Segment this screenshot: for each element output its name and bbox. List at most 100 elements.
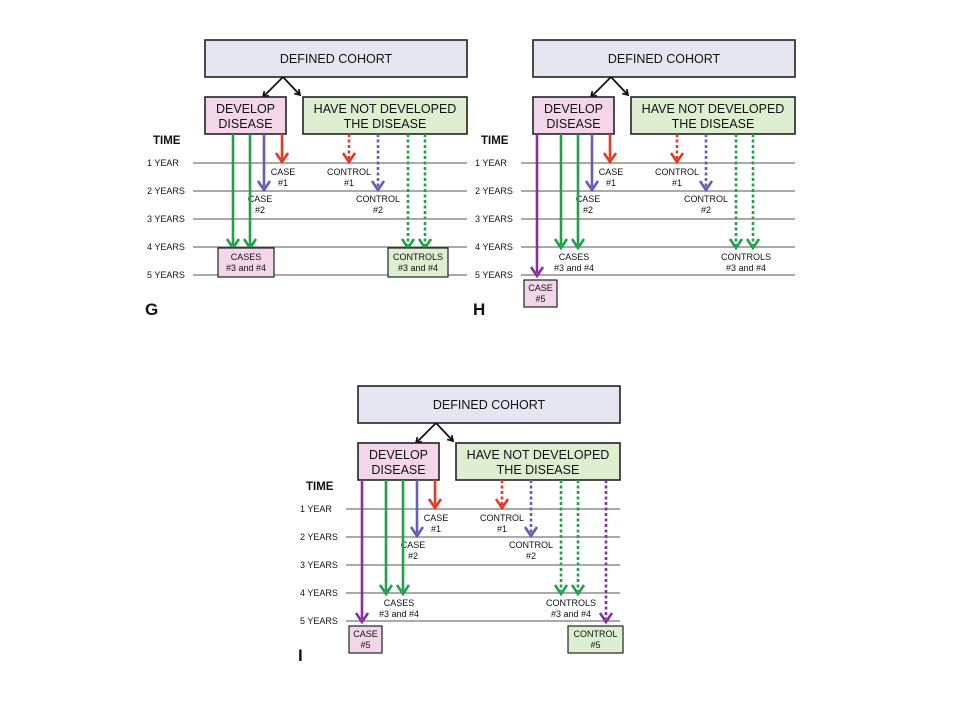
control1-label-line2: #1 bbox=[497, 524, 507, 534]
defined-cohort-label: DEFINED COHORT bbox=[280, 52, 393, 66]
case5-label-line2: #5 bbox=[360, 640, 370, 650]
panel-letter-i: I bbox=[298, 646, 303, 665]
cases34-label-line2: #3 and #4 bbox=[226, 263, 266, 273]
controls34-label-line2: #3 and #4 bbox=[551, 609, 591, 619]
case1-arrow-head bbox=[602, 152, 618, 165]
not-developed-label-line1: HAVE NOT DEVELOPED bbox=[314, 102, 457, 116]
case1-label-line1: CASE bbox=[271, 167, 296, 177]
control2-arrow-head bbox=[523, 526, 539, 539]
cases34-label-line1: CASES bbox=[231, 252, 262, 262]
develop-disease-box bbox=[204, 96, 287, 135]
control4-arrow-head bbox=[570, 584, 586, 597]
case4-arrow bbox=[570, 134, 586, 251]
cohort-to-not-develop-arrow-head bbox=[446, 434, 455, 443]
control1-arrow bbox=[494, 480, 510, 511]
cases34-box bbox=[217, 247, 275, 278]
case1-label-line2: #1 bbox=[431, 524, 441, 534]
year-label-2: 2 YEARS bbox=[300, 532, 338, 542]
panel-letter-g: G bbox=[145, 300, 158, 319]
case5-label-line2: #5 bbox=[535, 294, 545, 304]
case2-arrow-head bbox=[256, 180, 272, 193]
control3-arrow bbox=[728, 134, 744, 251]
cohort-to-not-develop-arrow-shaft bbox=[282, 76, 301, 96]
case2-arrow bbox=[409, 480, 425, 539]
control1-label-line2: #1 bbox=[344, 178, 354, 188]
year-label-4: 4 YEARS bbox=[147, 242, 185, 252]
case1-label-line2: #1 bbox=[606, 178, 616, 188]
develop-disease-label-line2: DISEASE bbox=[218, 117, 272, 131]
case2-label-line2: #2 bbox=[408, 551, 418, 561]
control3-arrow bbox=[553, 480, 569, 597]
control2-arrow bbox=[698, 134, 714, 193]
not-developed-box bbox=[302, 96, 468, 135]
case4-arrow bbox=[395, 480, 411, 597]
panel-letter-h: H bbox=[473, 300, 485, 319]
not-developed-label-line1: HAVE NOT DEVELOPED bbox=[467, 448, 610, 462]
control4-arrow-head bbox=[745, 238, 761, 251]
not-developed-box bbox=[630, 96, 796, 135]
cases34-label-line1: CASES bbox=[559, 252, 590, 262]
year-label-2: 2 YEARS bbox=[475, 186, 513, 196]
cohort-to-not-develop-arrow-shaft bbox=[610, 76, 629, 96]
time-header: TIME bbox=[481, 135, 509, 147]
control2-label-line2: #2 bbox=[526, 551, 536, 561]
year-label-4: 4 YEARS bbox=[300, 588, 338, 598]
control2-arrow-head bbox=[370, 180, 386, 193]
control3-arrow-head bbox=[728, 238, 744, 251]
year-label-4: 4 YEARS bbox=[475, 242, 513, 252]
controls34-box bbox=[387, 247, 449, 278]
cohort-to-not-develop-arrow-head bbox=[293, 88, 302, 97]
control1-label-line1: CONTROL bbox=[480, 513, 524, 523]
not-developed-label-line2: THE DISEASE bbox=[497, 463, 580, 477]
develop-disease-label-line1: DEVELOP bbox=[369, 448, 428, 462]
case1-arrow bbox=[274, 134, 290, 165]
case2-arrow bbox=[256, 134, 272, 193]
defined-cohort-label: DEFINED COHORT bbox=[433, 398, 546, 412]
case1-arrow-head bbox=[427, 498, 443, 511]
not-developed-label-line2: THE DISEASE bbox=[344, 117, 427, 131]
cohort-to-not-develop-arrow bbox=[282, 76, 302, 97]
case5-arrow-head bbox=[529, 266, 545, 279]
cases34-label-line2: #3 and #4 bbox=[379, 609, 419, 619]
cohort-to-not-develop-arrow-shaft bbox=[435, 422, 454, 442]
develop-disease-box bbox=[357, 442, 440, 481]
control3-arrow-head bbox=[553, 584, 569, 597]
control5-label-line2: #5 bbox=[590, 640, 600, 650]
case5-label-line1: CASE bbox=[353, 629, 378, 639]
controls34-label-line1: CONTROLS bbox=[393, 252, 443, 262]
case3-arrow-head bbox=[378, 584, 394, 597]
cohort-to-develop-arrow bbox=[261, 76, 284, 99]
cohort-to-develop-arrow-shaft bbox=[415, 422, 437, 444]
control2-label-line2: #2 bbox=[701, 205, 711, 215]
case1-arrow bbox=[602, 134, 618, 165]
cohort-to-not-develop-arrow-head bbox=[621, 88, 630, 97]
case1-arrow-head bbox=[274, 152, 290, 165]
control5-arrow-head bbox=[598, 612, 614, 625]
year-label-3: 3 YEARS bbox=[147, 214, 185, 224]
case3-arrow bbox=[553, 134, 569, 251]
cases34-label-line1: CASES bbox=[384, 598, 415, 608]
controls34-label-line1: CONTROLS bbox=[546, 598, 596, 608]
case1-arrow bbox=[427, 480, 443, 511]
not-developed-label-line2: THE DISEASE bbox=[672, 117, 755, 131]
control1-arrow-head bbox=[341, 152, 357, 165]
develop-disease-label-line2: DISEASE bbox=[546, 117, 600, 131]
control2-arrow bbox=[370, 134, 386, 193]
year-label-2: 2 YEARS bbox=[147, 186, 185, 196]
case2-arrow-head bbox=[584, 180, 600, 193]
control2-label-line1: CONTROL bbox=[684, 194, 728, 204]
case5-arrow bbox=[354, 480, 370, 625]
controls34-label-line1: CONTROLS bbox=[721, 252, 771, 262]
controls34-label-line2: #3 and #4 bbox=[398, 263, 438, 273]
cohort-to-not-develop-arrow bbox=[435, 422, 455, 443]
case2-label-line1: CASE bbox=[248, 194, 273, 204]
case2-label-line1: CASE bbox=[576, 194, 601, 204]
control1-label-line2: #1 bbox=[672, 178, 682, 188]
cases34-label-line2: #3 and #4 bbox=[554, 263, 594, 273]
control2-label-line1: CONTROL bbox=[356, 194, 400, 204]
defined-cohort-box bbox=[357, 385, 621, 424]
control1-label-line1: CONTROL bbox=[655, 167, 699, 177]
year-label-5: 5 YEARS bbox=[147, 270, 185, 280]
